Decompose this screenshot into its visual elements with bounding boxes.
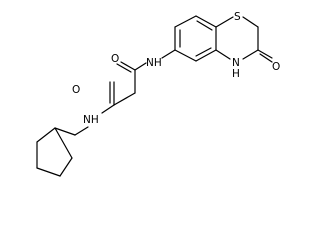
bond [116, 63, 132, 73]
bond [174, 49, 197, 62]
bond [195, 15, 217, 28]
atom-oxygen-ketone: O [272, 61, 280, 73]
bond [259, 53, 273, 63]
atom-oxygen-amide-2: O [72, 84, 80, 96]
atom-nitrogen-ring: N [232, 57, 240, 69]
structure-diagram: S O N H NH O O NH [36, 11, 280, 177]
bond [257, 49, 273, 59]
bond [242, 16, 259, 28]
bond [195, 49, 217, 62]
bond [36, 167, 61, 177]
bond [54, 127, 76, 136]
bond [36, 127, 56, 143]
atom-labels: S O N H NH O O NH [72, 11, 280, 126]
bond [174, 15, 197, 28]
bonds [36, 15, 273, 177]
bond [215, 16, 234, 28]
atom-sulfur: S [234, 11, 241, 23]
bond [113, 92, 136, 106]
bond [59, 157, 73, 177]
bond [134, 62, 147, 71]
atom-nh-amide-1: NH [146, 57, 162, 69]
bond [54, 127, 73, 159]
bond [195, 47, 212, 57]
molecule-canvas: S O N H NH O O NH [36, 11, 281, 177]
atom-hydrogen-ring: H [232, 68, 240, 80]
bond [74, 126, 89, 136]
bond [101, 104, 115, 114]
bond [242, 49, 259, 60]
bond [196, 20, 213, 31]
bond [120, 61, 136, 71]
atom-oxygen-amide-1: O [111, 53, 119, 65]
bond [161, 49, 176, 59]
atom-nh-amide-2: NH [83, 114, 99, 126]
bond [215, 49, 231, 60]
